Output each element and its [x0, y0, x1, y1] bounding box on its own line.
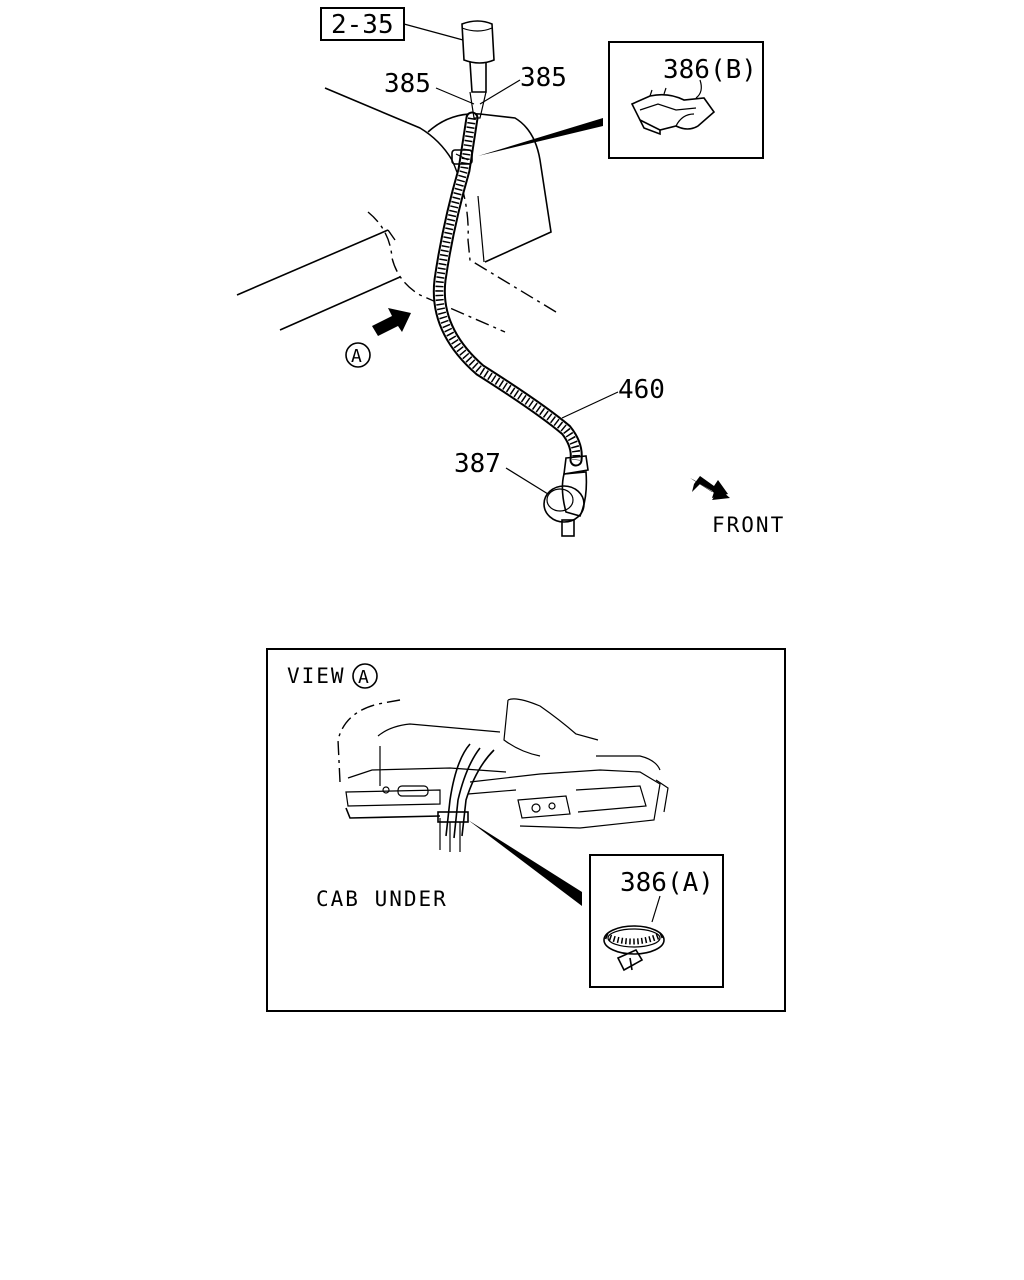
hose-clip-top — [451, 149, 473, 165]
callout-386b: 386(B) — [663, 55, 757, 85]
view-title: VIEW — [287, 664, 346, 688]
view-a-frame — [266, 648, 786, 1012]
front-label: FRONT — [712, 513, 785, 537]
cab-under-label: CAB UNDER — [316, 887, 448, 911]
arrow-icon — [372, 308, 411, 336]
grommet-387 — [543, 455, 589, 537]
clip-b-leader — [478, 118, 603, 156]
leader-387 — [505, 467, 549, 495]
ref-box-label: 2-35 — [331, 10, 394, 40]
leader-385-left — [435, 87, 475, 105]
callout-460: 460 — [618, 375, 665, 405]
view-a-inset: VIEW A — [266, 648, 786, 1012]
callout-385-left: 385 — [384, 69, 431, 99]
top-fitting — [461, 20, 495, 119]
callout-386a: 386(A) — [620, 868, 714, 898]
hose-bundle — [437, 743, 495, 852]
detail-box-386a: 386(A) — [589, 854, 724, 988]
clip-386b-icon — [630, 87, 716, 136]
ref-box-leader — [403, 23, 464, 41]
breather-hose-braid — [435, 117, 581, 461]
callout-385-right: 385 — [520, 63, 567, 93]
leader-460 — [561, 391, 619, 419]
clip-a-leader — [468, 820, 582, 906]
view-a-marker: A — [351, 346, 362, 367]
cable-tie-386a-icon — [603, 925, 666, 972]
callout-387: 387 — [454, 449, 501, 479]
view-a-inset-marker: A — [358, 667, 369, 688]
view-a-inset-marker-circle — [352, 663, 378, 689]
top-illustration: 2-35 385 385 386(B) A 460 387 — [236, 7, 785, 537]
view-a-marker-circle — [345, 342, 371, 368]
detail-box-386b: 386(B) — [608, 41, 764, 159]
leader-385-right — [479, 79, 521, 105]
